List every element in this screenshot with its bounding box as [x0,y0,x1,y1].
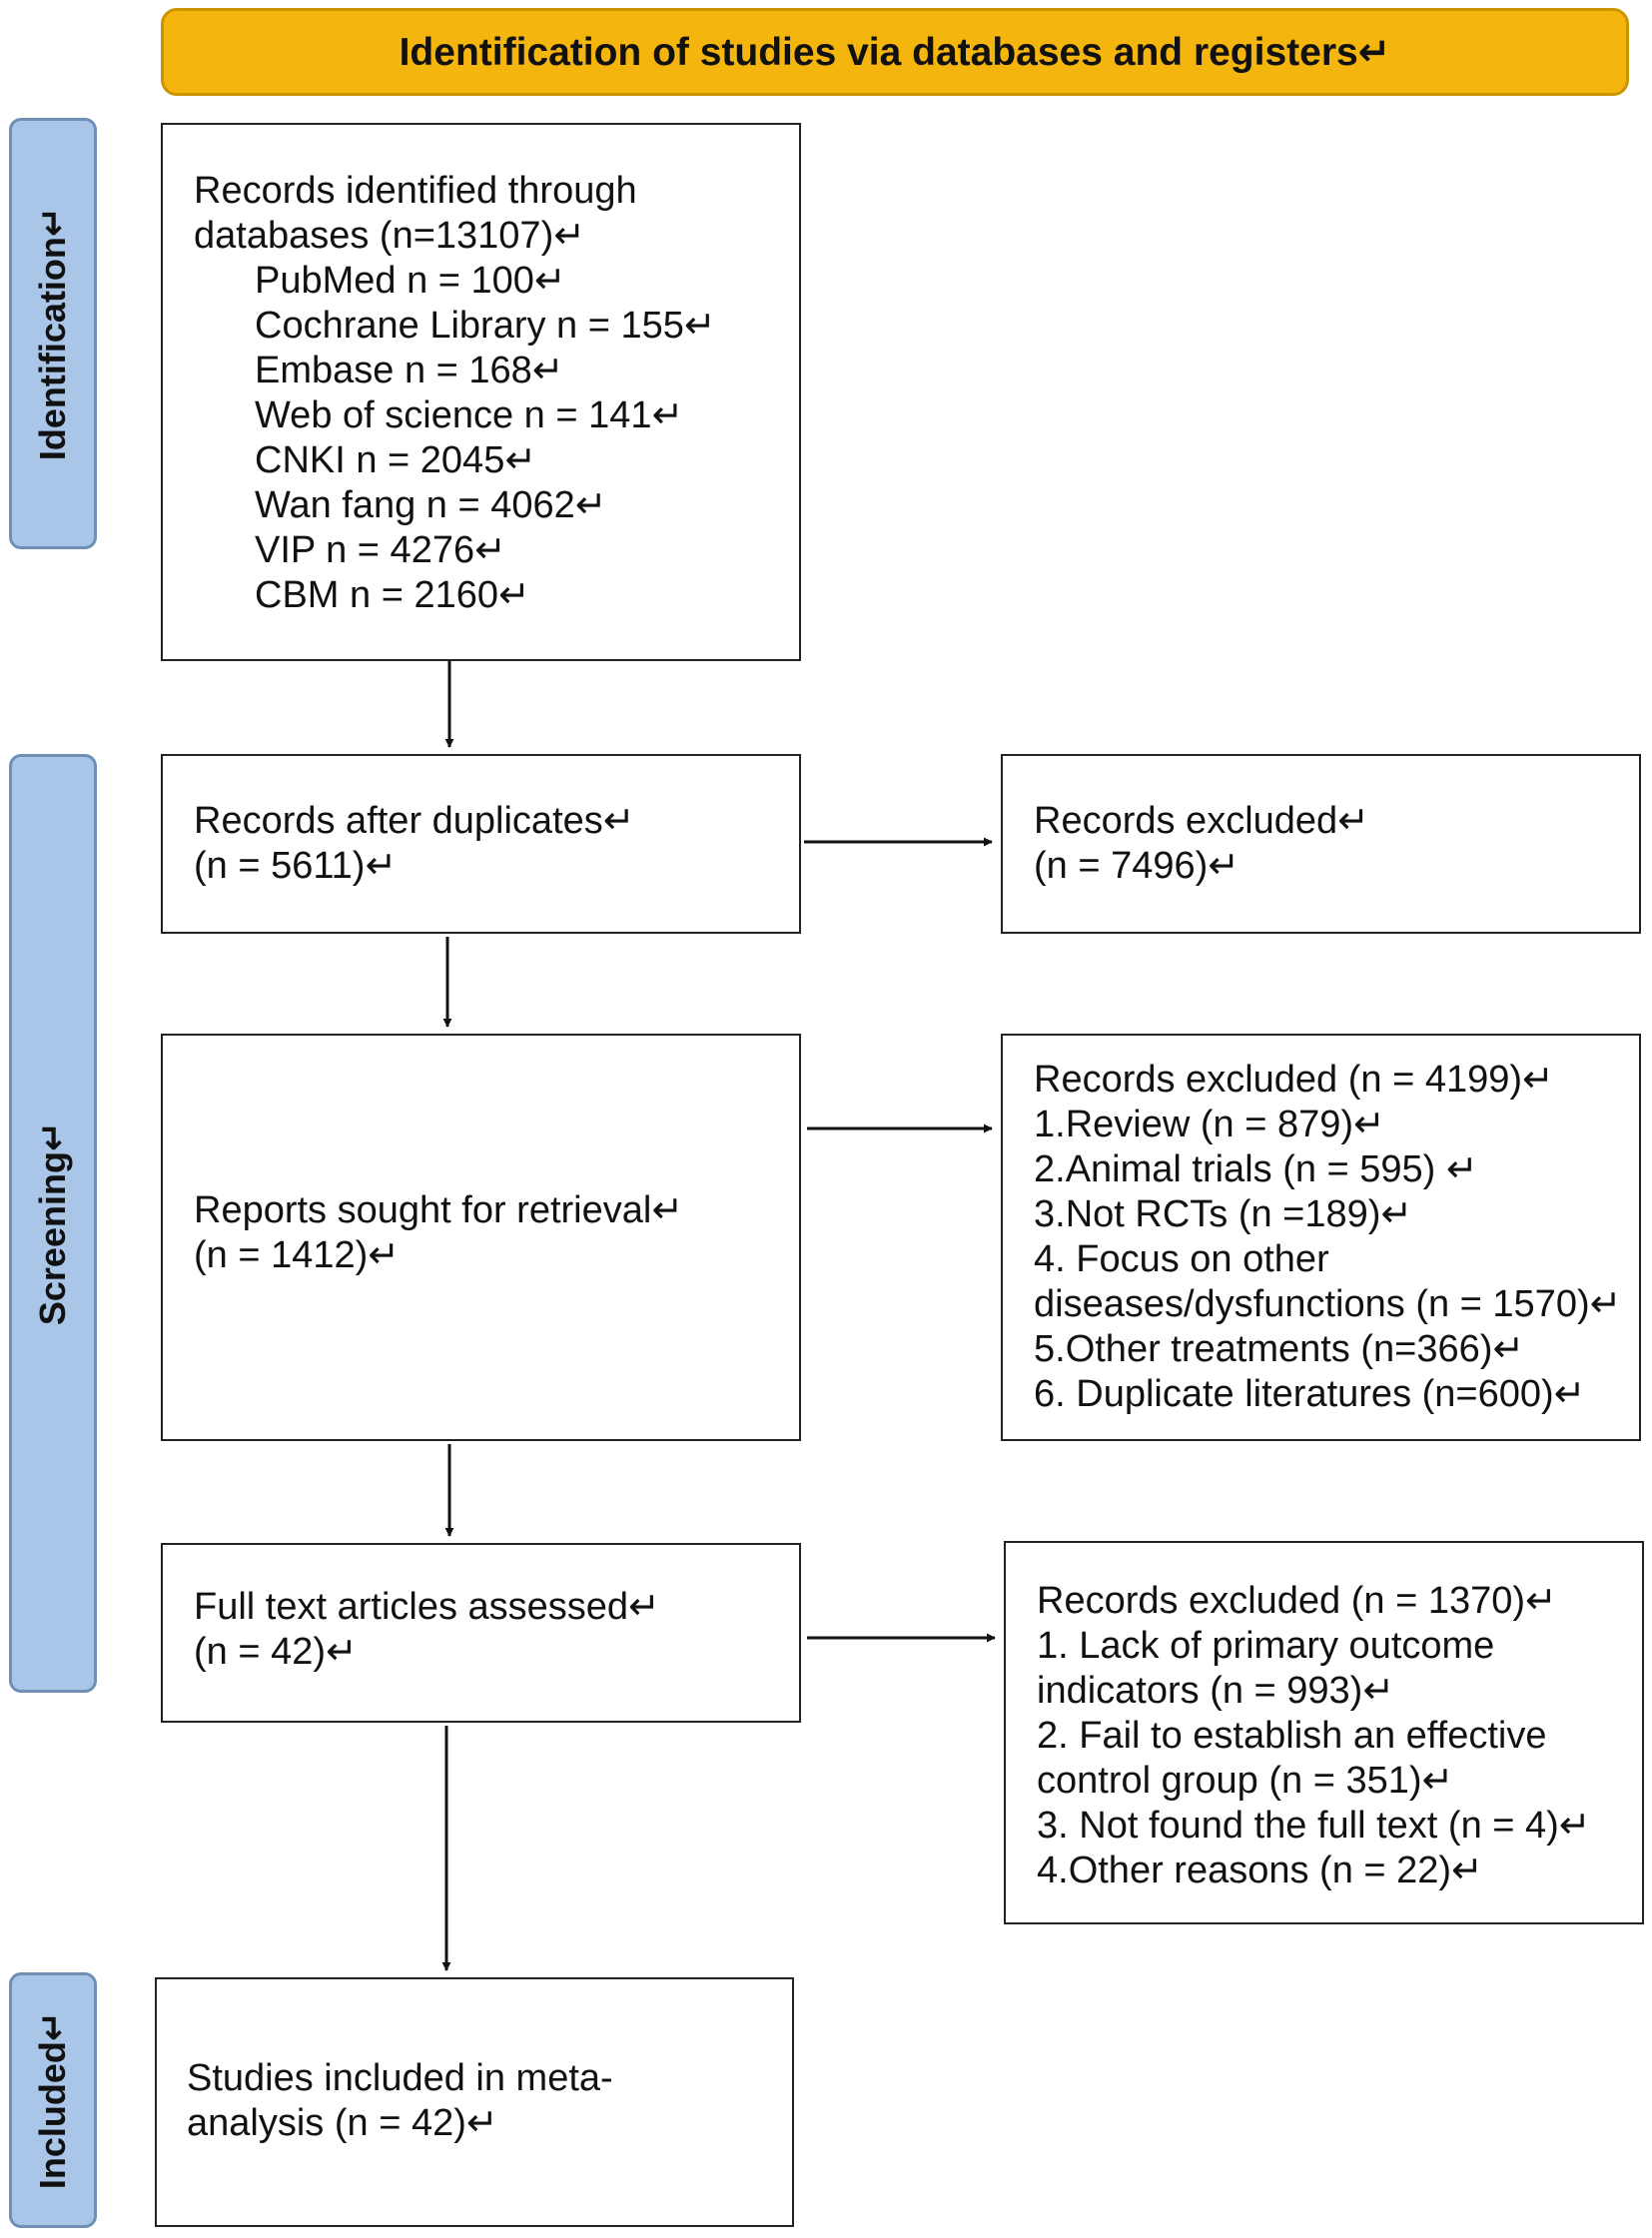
phase-identification: Identification↵ [9,118,97,549]
source-vip: VIP n = 4276↵ [255,529,506,571]
source-pubmed: PubMed n = 100↵ [255,260,566,302]
included-line: analysis (n = 42)↵ [187,2102,498,2144]
excluded-3-line: indicators (n = 993)↵ [1037,1670,1395,1712]
after-duplicates-box: Records after duplicates↵ (n = 5611)↵ [161,754,801,934]
banner-title: Identification of studies via databases … [399,30,1391,74]
phase-screening: Screening↵ [9,754,97,1693]
reports-sought-box: Reports sought for retrieval↵ (n = 1412)… [161,1034,801,1441]
source-cnki: CNKI n = 2045↵ [255,439,537,481]
header-banner: Identification of studies via databases … [161,8,1629,96]
excluded-2-line: 6. Duplicate literatures (n=600)↵ [1034,1373,1586,1415]
excluded-3-line: 3. Not found the full text (n = 4)↵ [1037,1805,1591,1847]
excluded-3-line: 1. Lack of primary outcome [1037,1625,1495,1667]
excluded-box-2: Records excluded (n = 4199)↵ 1.Review (n… [1001,1034,1641,1441]
excluded-2-line: diseases/dysfunctions (n = 1570)↵ [1034,1283,1622,1325]
identified-title-line: Records identified through [194,170,637,212]
excluded-2-line: 3.Not RCTs (n =189)↵ [1034,1193,1413,1235]
after-duplicates-count: (n = 5611)↵ [194,845,398,887]
excluded-2-line: 5.Other treatments (n=366)↵ [1034,1328,1525,1370]
records-identified-box: Records identified through databases (n=… [161,123,801,661]
studies-included-box: Studies included in meta- analysis (n = … [155,1977,794,2227]
excluded-2-line: Records excluded (n = 4199)↵ [1034,1059,1554,1101]
full-text-assessed-box: Full text articles assessed↵ (n = 42)↵ [161,1543,801,1723]
excluded-box-1: Records excluded↵ (n = 7496)↵ [1001,754,1641,934]
identified-title-line: databases (n=13107)↵ [194,215,586,257]
source-cochrane: Cochrane Library n = 155↵ [255,305,716,347]
excluded-3-line: 2. Fail to establish an effective [1037,1715,1547,1757]
source-embase: Embase n = 168↵ [255,350,564,391]
assessed-count: (n = 42)↵ [194,1631,358,1673]
reports-sought-count: (n = 1412)↵ [194,1234,401,1276]
excluded-1-count: (n = 7496)↵ [1034,845,1240,887]
excluded-1-label: Records excluded↵ [1034,800,1370,842]
source-wanfang: Wan fang n = 4062↵ [255,484,607,526]
after-duplicates-label: Records after duplicates↵ [194,800,635,842]
excluded-2-line: 4. Focus on other [1034,1238,1329,1280]
assessed-label: Full text articles assessed↵ [194,1586,660,1628]
included-line: Studies included in meta- [187,2057,613,2099]
excluded-2-line: 2.Animal trials (n = 595) ↵ [1034,1148,1478,1190]
excluded-3-line: Records excluded (n = 1370)↵ [1037,1580,1557,1622]
excluded-3-line: 4.Other reasons (n = 22)↵ [1037,1850,1483,1891]
phase-included: Included↵ [9,1972,97,2228]
source-cbm: CBM n = 2160↵ [255,574,530,616]
excluded-2-line: 1.Review (n = 879)↵ [1034,1104,1385,1145]
reports-sought-label: Reports sought for retrieval↵ [194,1189,684,1231]
excluded-3-line: control group (n = 351)↵ [1037,1760,1454,1802]
source-web-of-science: Web of science n = 141↵ [255,394,684,436]
excluded-box-3: Records excluded (n = 1370)↵ 1. Lack of … [1004,1541,1644,1924]
